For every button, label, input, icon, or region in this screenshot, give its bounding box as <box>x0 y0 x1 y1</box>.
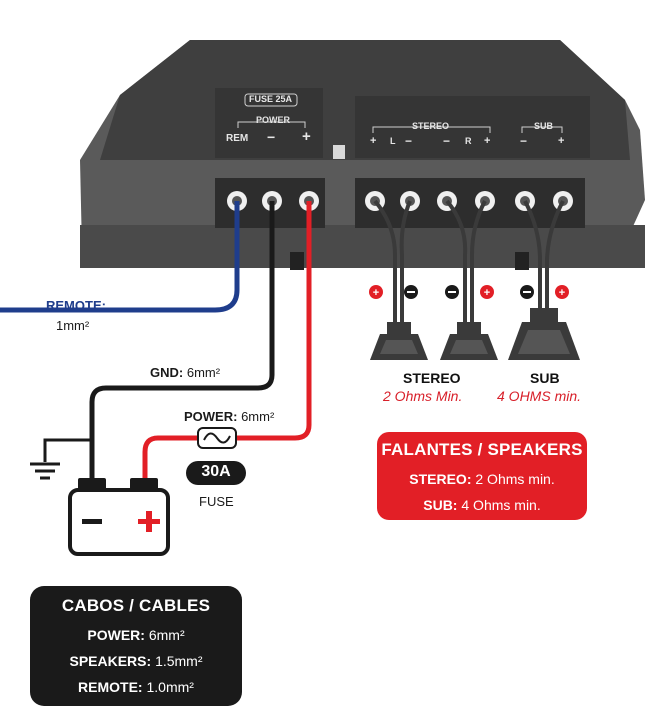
rem-label: REM <box>226 133 249 144</box>
stereo-bracket <box>372 126 491 133</box>
power-wire-gauge: 6mm² <box>241 409 275 424</box>
cables-box-speakers-value: 1.5mm² <box>155 653 203 669</box>
stereo-speaker-min: 2 Ohms Min. <box>383 388 463 404</box>
cables-box-power-value: 6mm² <box>148 627 185 643</box>
speakers-box-stereo-key: STEREO: <box>409 471 472 487</box>
cables-box-remote-value: 1.0mm² <box>146 679 194 695</box>
mount-foot-right <box>515 252 529 270</box>
svg-text:+: + <box>484 287 490 299</box>
chassis-ground-lead <box>43 438 92 462</box>
mount-foot-left <box>290 252 304 270</box>
stereo-group-label: STEREO <box>412 121 450 131</box>
ground-symbol <box>30 462 60 480</box>
sub-plus-label: + <box>558 135 565 147</box>
subwoofer-speaker <box>508 308 580 360</box>
gnd-wire-name: GND: <box>150 365 184 380</box>
minus-marker-icon <box>404 285 418 299</box>
sub-wire-minus <box>523 200 542 308</box>
fuse-rating-label: FUSE 25A <box>249 94 293 104</box>
sub-speaker-min: 4 OHMS min. <box>497 388 582 404</box>
battery-minus-icon <box>82 519 102 524</box>
power-plus-label: + <box>302 128 311 145</box>
sub-wire-plus <box>545 200 565 308</box>
fuse-icon <box>203 432 231 444</box>
ground-wire <box>89 201 275 480</box>
speakers-box-sub-value: 4 Ohms min. <box>461 497 541 513</box>
stereo-speaker-right <box>440 322 498 360</box>
stereo-l-wire-plus <box>373 199 397 322</box>
speakers-box-sub-key: SUB: <box>423 497 458 513</box>
power-wire-upper <box>235 201 312 441</box>
remote-wire-gauge: 1mm² <box>56 318 90 333</box>
stereo-l-plus-label: + <box>370 135 377 147</box>
battery-plus-icon-v <box>146 511 152 532</box>
svg-text:+: + <box>559 287 565 299</box>
power-wire-name: POWER: <box>184 409 238 424</box>
speaker-terminal-block <box>355 178 585 228</box>
battery-pos-post <box>130 478 158 490</box>
cables-box: CABOS / CABLES POWER: 6mm² SPEAKERS: 1.5… <box>30 586 242 706</box>
cables-box-power-key: POWER: <box>87 627 145 643</box>
minus-marker-icon <box>520 285 534 299</box>
speakers-box-stereo: STEREO: 2 Ohms min. <box>377 466 587 492</box>
sub-bracket <box>521 126 563 133</box>
stereo-r-wire-minus <box>445 199 468 322</box>
remote-wire-name: REMOTE: <box>46 298 106 313</box>
fuse-label: FUSE <box>199 494 234 509</box>
speaker-wires <box>373 199 565 322</box>
gnd-wire-label: GND: 6mm² <box>150 365 220 380</box>
remote-wire <box>0 201 240 313</box>
stereo-r-minus-label: − <box>443 134 451 148</box>
plus-marker-icon: + <box>555 285 569 299</box>
stereo-l-label: L <box>390 136 396 146</box>
minus-marker-icon <box>445 285 459 299</box>
stereo-r-wire-plus <box>470 200 487 322</box>
sub-speaker-name: SUB <box>530 370 560 386</box>
cables-box-remote-key: REMOTE: <box>78 679 143 695</box>
fuse <box>186 427 246 485</box>
speakers-box: FALANTES / SPEAKERS STEREO: 2 Ohms min. … <box>377 432 587 520</box>
cables-box-remote: REMOTE: 1.0mm² <box>30 674 242 700</box>
polarity-markers: + + + <box>369 285 569 299</box>
battery <box>68 478 170 556</box>
power-wire-lower <box>142 435 198 480</box>
speakers-box-title: FALANTES / SPEAKERS <box>381 440 583 459</box>
amplifier <box>80 40 645 270</box>
stereo-speaker-left <box>370 322 428 360</box>
power-group-label: POWER <box>256 115 291 125</box>
cables-box-speakers-key: SPEAKERS: <box>69 653 152 669</box>
stereo-speaker-name: STEREO <box>403 370 461 386</box>
status-led <box>333 145 345 159</box>
cables-box-power: POWER: 6mm² <box>30 622 242 648</box>
power-bracket <box>237 121 306 128</box>
fuse-value-badge <box>186 461 246 485</box>
speakers-box-sub: SUB: 4 Ohms min. <box>377 492 587 518</box>
cables-box-bg <box>30 586 242 706</box>
plus-marker-icon: + <box>480 285 494 299</box>
stereo-l-minus-label: − <box>405 134 413 148</box>
cables-box-speakers: SPEAKERS: 1.5mm² <box>30 648 242 674</box>
speakers-box-stereo-value: 2 Ohms min. <box>475 471 555 487</box>
battery-body <box>68 488 170 556</box>
sub-minus-label: − <box>520 134 528 148</box>
speakers-box-bg <box>377 432 587 520</box>
stereo-r-label: R <box>465 136 472 146</box>
fuse-outline <box>244 93 298 107</box>
gnd-minus-label: − <box>267 129 276 145</box>
gnd-wire-gauge: 6mm² <box>186 365 221 380</box>
sub-group-label: SUB <box>534 121 554 131</box>
stereo-l-wire-minus <box>399 200 412 322</box>
power-wire-label: POWER: 6mm² <box>184 409 274 424</box>
svg-text:+: + <box>373 287 379 299</box>
cables-box-title: CABOS / CABLES <box>61 596 211 615</box>
fuse-value: 30A <box>201 463 231 480</box>
battery-neg-post <box>78 478 106 490</box>
plus-marker-icon: + <box>369 285 383 299</box>
stereo-r-plus-label: + <box>484 135 491 147</box>
amplifier-base <box>80 225 645 268</box>
